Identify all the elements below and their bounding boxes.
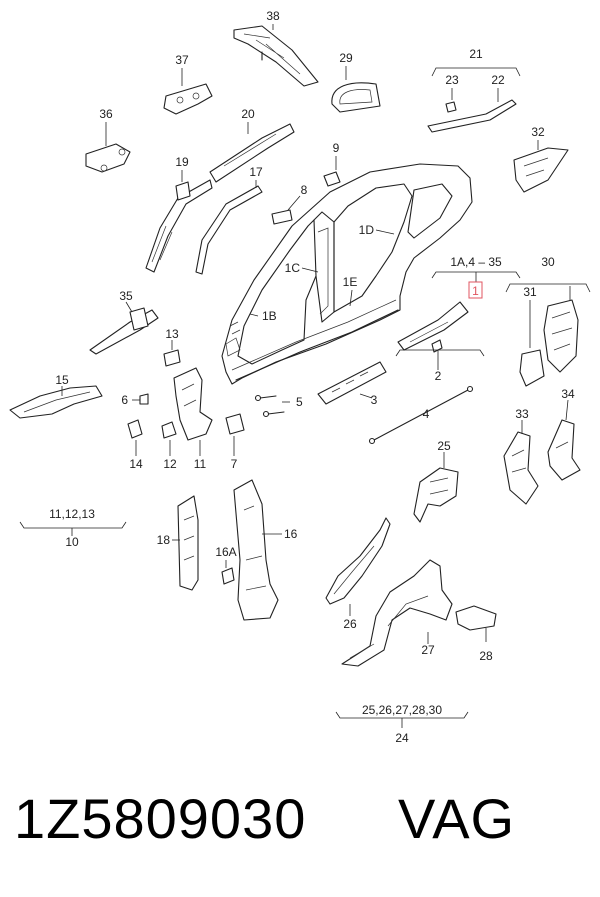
label-34: 34: [561, 387, 575, 401]
label-17: 17: [249, 165, 263, 179]
label-5: 5: [296, 395, 303, 409]
part-11: [173, 367, 213, 441]
label-6: 6: [121, 393, 128, 407]
label-4: 4: [423, 407, 430, 421]
part-3: 3: [317, 361, 387, 407]
part-32: 32: [513, 125, 569, 193]
label-22: 22: [491, 73, 505, 87]
part-15: 15: [9, 373, 103, 419]
label-10-range: 11,12,13: [49, 507, 95, 521]
part-28: 28: [455, 605, 497, 663]
part-13: 13: [163, 327, 181, 367]
part-10-group: 11,12,13 10: [19, 507, 127, 549]
label-1: 1: [472, 284, 479, 298]
label-14: 14: [129, 457, 143, 471]
part-4: 4: [368, 385, 474, 445]
part-19: 19: [145, 155, 213, 273]
label-27: 27: [421, 643, 435, 657]
part-33: 33: [503, 407, 539, 505]
label-29: 29: [339, 51, 353, 65]
part-24-group: 25,26,27,28,30 24: [335, 703, 469, 745]
label-35: 35: [119, 289, 133, 303]
label-11: 11: [194, 457, 207, 471]
label-10: 10: [65, 535, 79, 549]
part-2: 2: [395, 301, 485, 383]
part-18: 18: [157, 495, 199, 591]
label-37: 37: [175, 53, 189, 67]
label-33: 33: [515, 407, 529, 421]
label-23: 23: [445, 73, 459, 87]
label-3: 3: [371, 393, 378, 407]
part-16: 16 16A: [215, 479, 298, 621]
part-37: 37: [163, 53, 213, 115]
label-1E: 1E: [343, 275, 358, 289]
label-1-range: 1A,4 – 35: [450, 255, 502, 269]
label-19: 19: [175, 155, 189, 169]
label-20: 20: [241, 107, 255, 121]
part-26: 26: [325, 517, 391, 631]
label-24: 24: [395, 731, 409, 745]
part-21-group: 21 23 22: [427, 47, 521, 133]
part-20: 20: [209, 107, 295, 183]
label-18: 18: [157, 533, 171, 547]
label-24-range: 25,26,27,28,30: [362, 703, 442, 717]
part-17: 17: [195, 165, 263, 275]
label-1D: 1D: [359, 223, 375, 237]
highlight-box: [468, 281, 483, 299]
label-28: 28: [479, 649, 493, 663]
label-25: 25: [437, 439, 451, 453]
label-30: 30: [541, 255, 555, 269]
label-36: 36: [99, 107, 113, 121]
label-15: 15: [55, 373, 69, 387]
part-34: 34: [547, 387, 581, 481]
part-1-side-panel: 1D 1C 1E 1B: [221, 163, 473, 385]
label-1C: 1C: [285, 261, 301, 275]
label-12: 12: [163, 457, 177, 471]
label-21: 21: [469, 47, 483, 61]
label-32: 32: [531, 125, 545, 139]
label-8: 8: [301, 183, 308, 197]
part-25: 25: [413, 439, 459, 523]
brand-name: VAG: [398, 787, 516, 850]
part-9: 9: [323, 141, 341, 187]
label-31: 31: [523, 285, 537, 299]
label-16: 16: [284, 527, 298, 541]
part-38: 38: [233, 9, 319, 87]
part-1-range: 1A,4 – 35 1: [431, 255, 521, 299]
label-38: 38: [266, 9, 280, 23]
label-13: 13: [165, 327, 179, 341]
label-2: 2: [435, 369, 442, 383]
label-9: 9: [333, 141, 340, 155]
part-30-group: 30 31: [505, 255, 591, 387]
part-7: [225, 413, 245, 435]
label-16A: 16A: [215, 545, 236, 559]
part-29: 29: [331, 51, 381, 113]
part-number: 1Z5809030: [14, 787, 307, 850]
part-8: 8: [271, 183, 308, 225]
part-6: 6: [121, 393, 149, 407]
label-1B: 1B: [262, 309, 277, 323]
small-parts-row: 14 12 11 7: [127, 419, 238, 471]
part-36: 36: [85, 107, 131, 173]
label-7: 7: [231, 457, 238, 471]
part-35: 35: [89, 289, 159, 355]
part-27: 27: [341, 559, 453, 667]
label-26: 26: [343, 617, 357, 631]
part-5: 5: [254, 394, 303, 418]
